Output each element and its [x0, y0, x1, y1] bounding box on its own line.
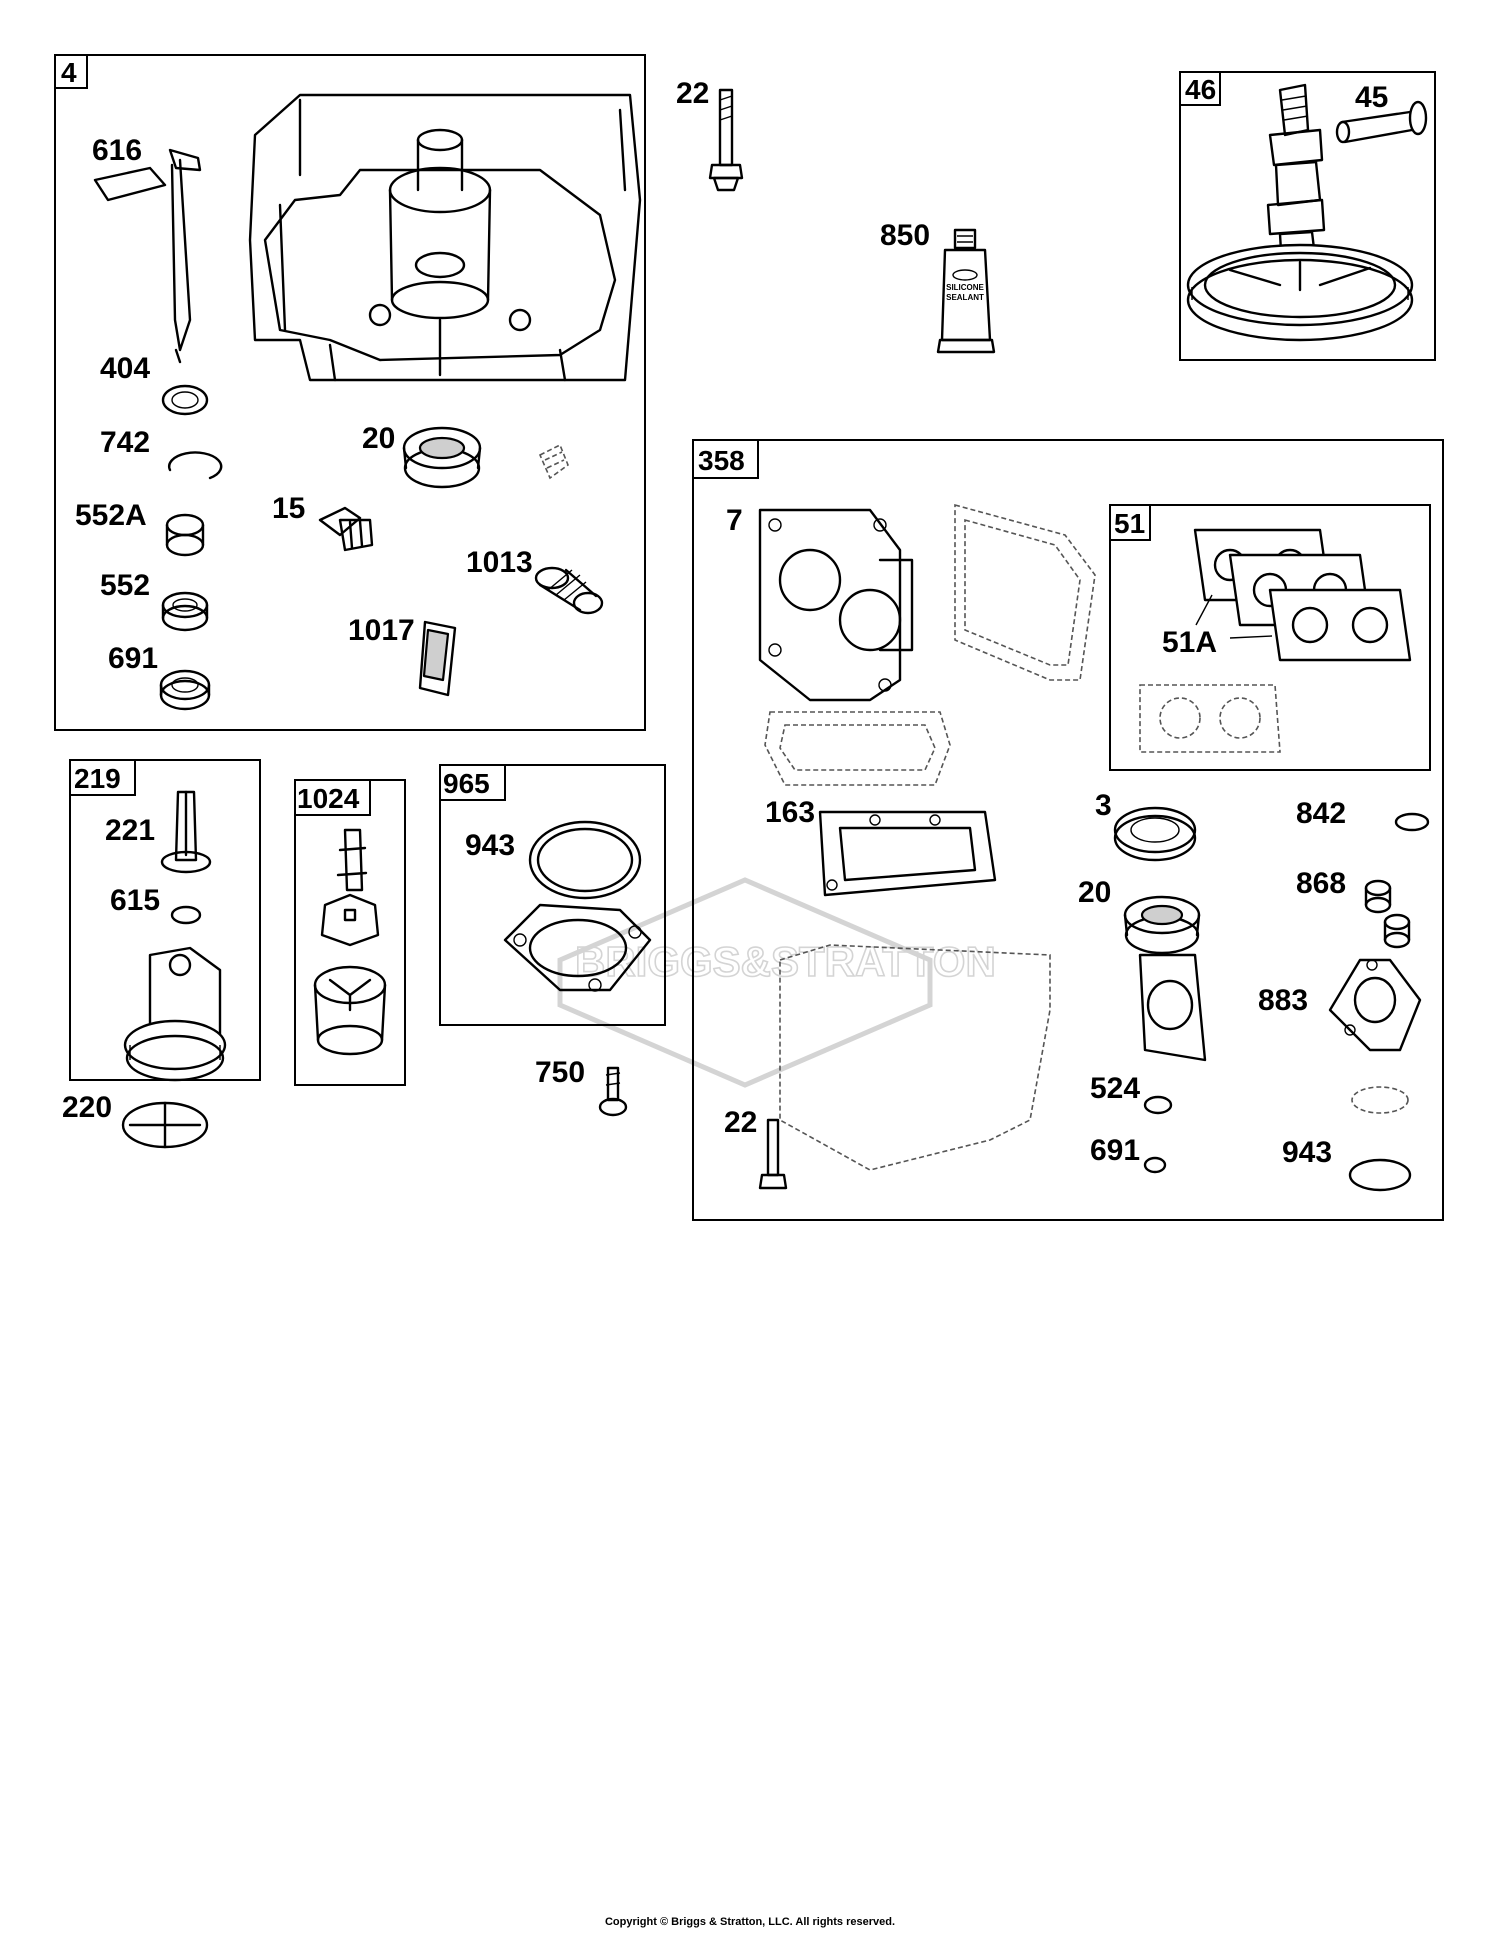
- callout-22a: 22: [676, 77, 709, 110]
- box-46-label: 46: [1185, 74, 1216, 105]
- o-ring-842: [1394, 812, 1430, 832]
- copyright-notice: Copyright © Briggs & Stratton, LLC. All …: [604, 1916, 896, 1928]
- gasket-163: [818, 810, 997, 897]
- callout-691b: 691: [1090, 1134, 1140, 1167]
- box-965-frame: [439, 764, 666, 1026]
- bushing-552a: [165, 513, 205, 557]
- callout-842: 842: [1296, 797, 1346, 830]
- washer-524: [1143, 1095, 1173, 1115]
- tube-label-2: SEALANT: [946, 293, 984, 302]
- callout-615: 615: [110, 884, 160, 917]
- callout-750: 750: [535, 1056, 585, 1089]
- box-358-frame: [692, 439, 1444, 1221]
- tube-label-1: SILICONE: [946, 283, 984, 292]
- box-4-frame: [54, 54, 646, 731]
- crankcase-gasket: [779, 944, 1051, 1171]
- filter-1017: [418, 620, 457, 697]
- callout-20b: 20: [1078, 876, 1111, 909]
- seal-691: [159, 669, 211, 711]
- head-gasket-7: [758, 508, 914, 702]
- callout-691a: 691: [108, 642, 158, 675]
- seal-691b: [1143, 1156, 1167, 1174]
- box-219-tab: [69, 759, 136, 796]
- box-965-tab: [439, 764, 506, 801]
- watermark-logo: BRIGGS&STRATTON: [557, 877, 997, 1088]
- callout-850: 850: [880, 219, 930, 252]
- callout-616: 616: [92, 134, 142, 167]
- crankcase-cover: [248, 93, 642, 382]
- bolt-22-bottom: [758, 1118, 788, 1190]
- callout-163: 163: [765, 796, 815, 829]
- bearing-20: [402, 426, 482, 489]
- callout-45: 45: [1355, 81, 1388, 114]
- o-ring-943b: [1348, 1158, 1412, 1192]
- camshaft-46: [1186, 83, 1414, 342]
- callout-20a: 20: [362, 422, 395, 455]
- callout-22b: 22: [724, 1106, 757, 1139]
- box-4-tab: [54, 54, 88, 89]
- callout-15: 15: [272, 492, 305, 525]
- callout-220: 220: [62, 1091, 112, 1124]
- sealant-tube-850: [936, 228, 996, 354]
- callout-943b: 943: [1282, 1136, 1332, 1169]
- nipple-1013: [534, 566, 604, 615]
- gasket-mount: [1138, 953, 1207, 1062]
- box-51-frame: [1109, 504, 1431, 771]
- box-46-frame: [1179, 71, 1436, 361]
- callout-7: 7: [726, 504, 743, 537]
- callout-1013: 1013: [466, 546, 533, 579]
- washer-404: [161, 384, 209, 416]
- callout-1017: 1017: [348, 614, 415, 647]
- e-ring-742: [168, 451, 223, 480]
- box-358-tab: [692, 439, 759, 479]
- governor-shaft: [93, 148, 202, 364]
- intake-gasket-dashed: [1139, 684, 1281, 753]
- callout-742: 742: [100, 426, 150, 459]
- callout-552: 552: [100, 569, 150, 602]
- callout-883: 883: [1258, 984, 1308, 1017]
- screw-750: [598, 1066, 628, 1117]
- callout-552a: 552A: [75, 499, 147, 532]
- box-358-label: 358: [698, 445, 745, 476]
- gasket-883: [1328, 958, 1422, 1052]
- callout-221: 221: [105, 814, 155, 847]
- box-1024-frame: [294, 779, 406, 1086]
- oil-pump-1024: [313, 828, 387, 1056]
- box-1024-tab: [294, 779, 371, 816]
- box-965-label: 965: [443, 768, 490, 799]
- callout-943a: 943: [465, 829, 515, 862]
- callout-3: 3: [1095, 789, 1112, 822]
- box-46-tab: [1179, 71, 1221, 106]
- box-219-label: 219: [74, 763, 121, 794]
- box-4-label: 4: [61, 57, 77, 88]
- box-1024-label: 1024: [297, 783, 360, 814]
- bushing-552: [161, 591, 209, 632]
- plug-small: [538, 443, 569, 480]
- pipe-plug-15: [318, 506, 374, 552]
- box-51-tab: [1109, 504, 1151, 541]
- governor-gear-219: [123, 946, 227, 1082]
- box-51-label: 51: [1114, 508, 1145, 539]
- governor-cup-221: [160, 790, 212, 874]
- breather-gasket: [764, 711, 951, 786]
- callout-868: 868: [1296, 867, 1346, 900]
- o-ring-dashed: [1351, 1086, 1409, 1114]
- callout-524: 524: [1090, 1072, 1140, 1105]
- intake-gaskets-51: [1193, 528, 1412, 662]
- o-ring-943a: [528, 820, 642, 900]
- callout-51a: 51A: [1162, 626, 1217, 659]
- pin-45: [1335, 100, 1428, 144]
- bolt-22-top: [708, 88, 744, 192]
- watermark-text: BRIGGS&STRATTON: [575, 938, 996, 985]
- ring-615: [170, 905, 202, 925]
- callout-404: 404: [100, 352, 150, 385]
- spool-220: [121, 1101, 209, 1149]
- plate-965: [503, 903, 652, 992]
- bearing-20b: [1123, 895, 1201, 955]
- sleeves-868: [1364, 879, 1411, 949]
- washer-3: [1113, 806, 1197, 862]
- valve-cover-gasket: [954, 503, 1096, 681]
